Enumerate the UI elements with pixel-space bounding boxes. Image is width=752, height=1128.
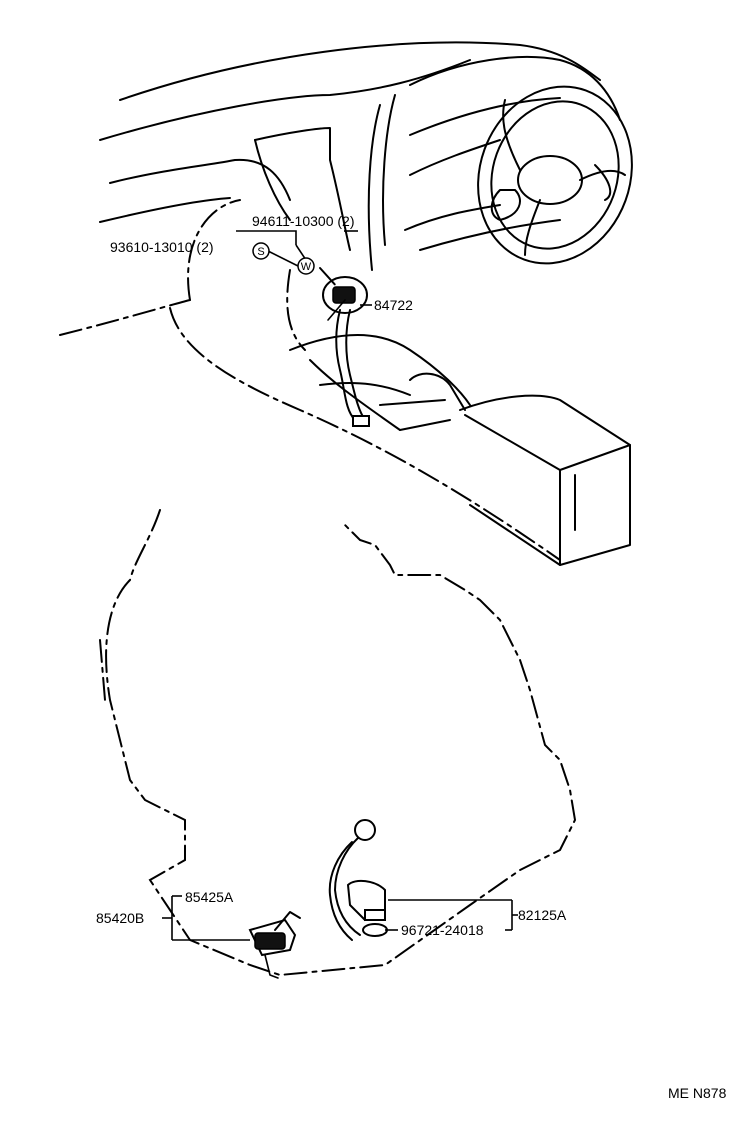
label-sensor: 85425A [185, 889, 234, 905]
leader-lines-lower [162, 895, 518, 941]
switch-part-84722 [319, 267, 370, 427]
s-callout-circle [252, 242, 270, 260]
dashboard-outline [59, 41, 633, 566]
label-switch: 84722 [374, 297, 413, 313]
transmission-outline [99, 509, 577, 977]
w-callout-circle [297, 257, 315, 275]
label-screw-s: 93610-13010 (2) [110, 239, 214, 255]
label-oring: 96721-24018 [401, 922, 484, 938]
w-callout: W [301, 261, 312, 273]
sensor-part-85425A [248, 911, 301, 979]
sensor-part-82125A [328, 819, 388, 941]
leader-lines-upper [236, 230, 372, 306]
diagram-code: ME N878 [668, 1085, 727, 1101]
label-bolt-w: 94611-10300 (2) [252, 213, 354, 229]
label-sensor-group: 85420B [96, 910, 144, 926]
s-callout: S [257, 246, 264, 258]
label-sensor-cable: 82125A [518, 907, 567, 923]
